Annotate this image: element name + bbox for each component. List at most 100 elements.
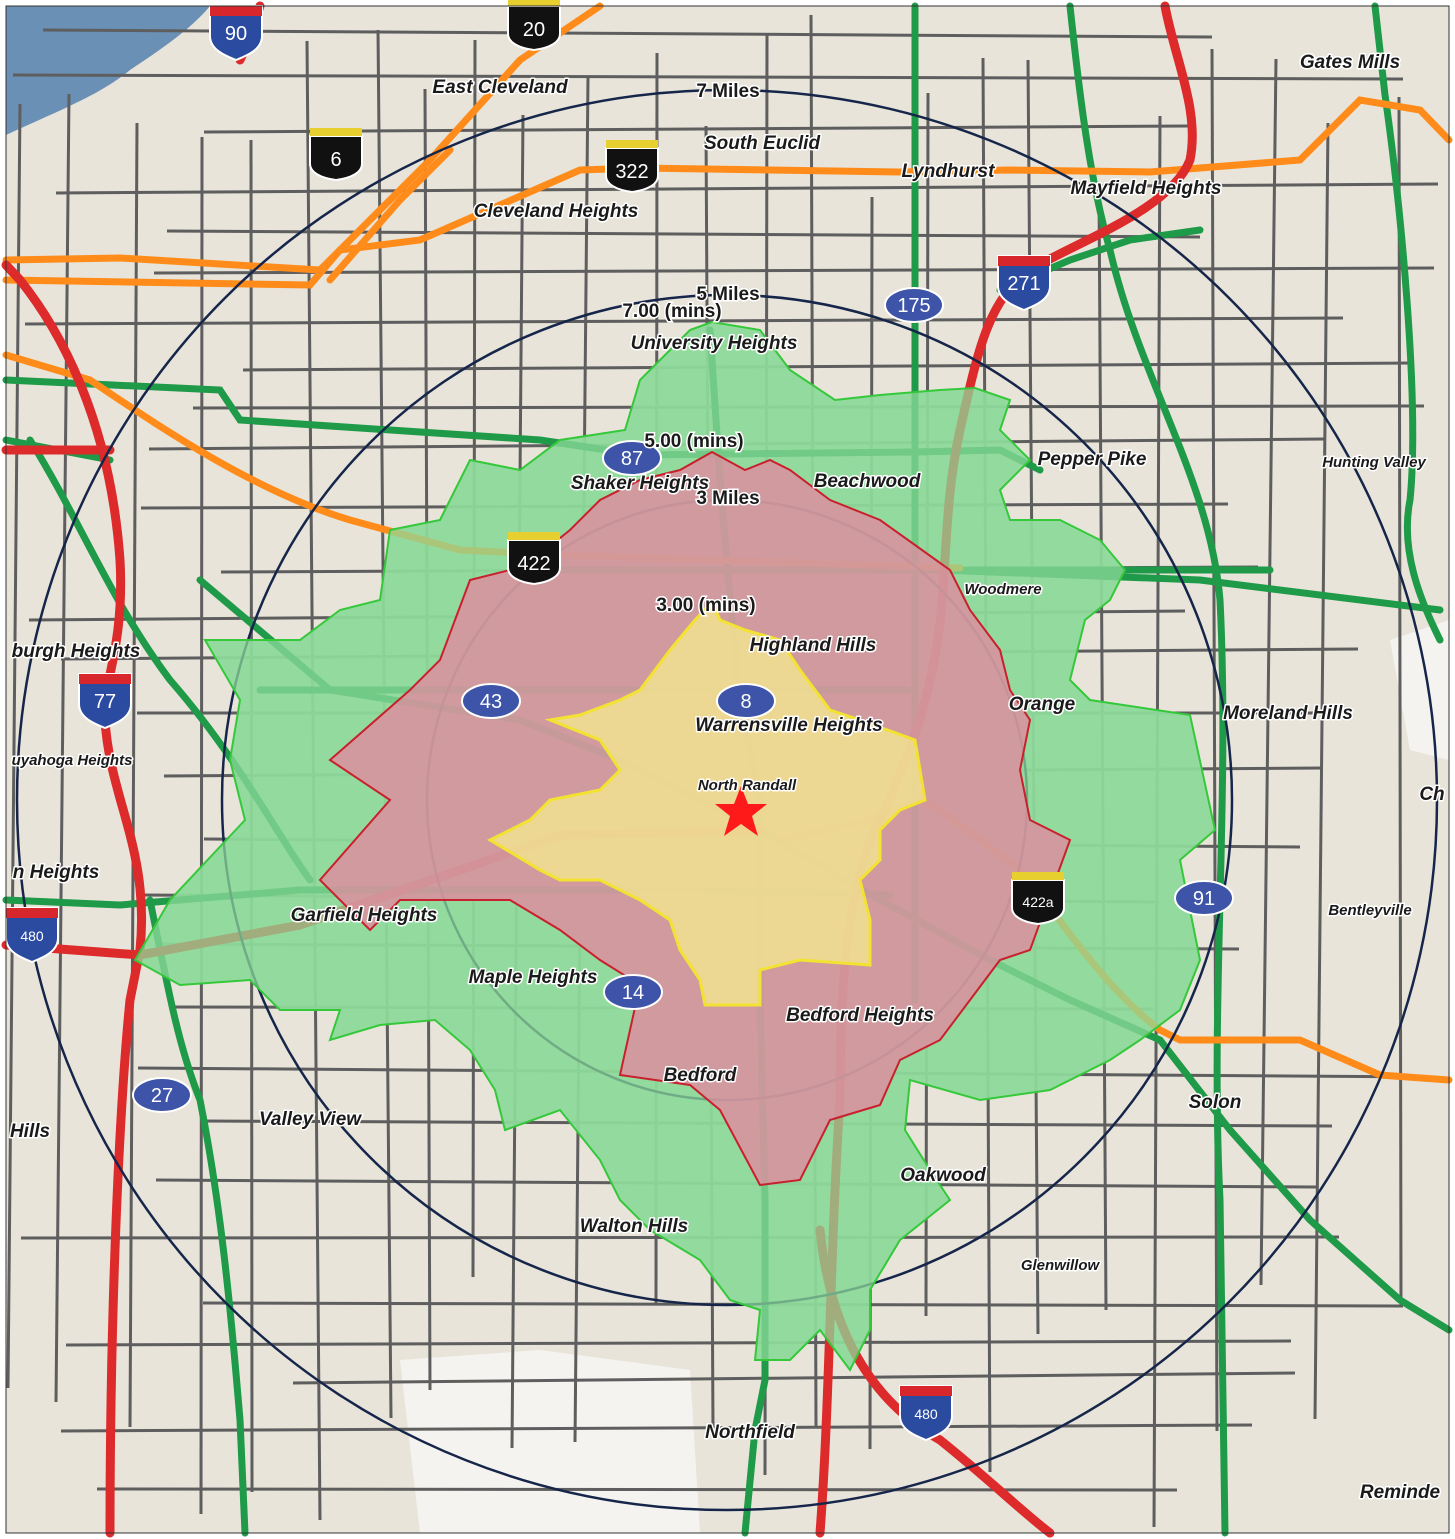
place-labels: East Cleveland South Euclid Lyndhurst Ma…: [8, 51, 1446, 1505]
place-label: burgh Heights: [12, 641, 141, 662]
shield-label: 480: [20, 928, 44, 944]
place-label: Bedford: [664, 1065, 737, 1086]
place-label: Northfield: [705, 1422, 795, 1443]
zone-label-5-min: 5.00 (mins): [644, 431, 743, 452]
local-road: [12, 73, 1404, 81]
local-road: [6, 103, 22, 1389]
place-label: University Heights: [631, 333, 798, 354]
place-label: Orange: [1009, 694, 1076, 715]
place-label: Walton Hills: [580, 1216, 688, 1237]
ring-label-3-miles: 3 Miles: [696, 488, 759, 509]
local-road: [128, 122, 139, 1428]
interstate-shield-77[interactable]: 77: [78, 673, 132, 730]
interstate-shield-480-south[interactable]: 480: [899, 1385, 953, 1442]
place-label: Moreland Hills: [1223, 703, 1353, 724]
shield-label: 91: [1193, 888, 1215, 910]
place-label: Beachwood: [814, 471, 921, 492]
place-label: South Euclid: [704, 133, 821, 154]
shield-label: 77: [94, 691, 116, 713]
shield-label: 422: [517, 553, 550, 575]
place-label: Bedford Heights: [786, 1005, 934, 1026]
state-route-shield-175[interactable]: 175: [884, 287, 944, 323]
shield-label: 20: [523, 19, 545, 41]
local-road: [55, 182, 1439, 195]
place-label: Shaker Heights: [571, 473, 709, 494]
local-road: [96, 1487, 1178, 1492]
us-route-shield-422[interactable]: 422: [507, 532, 561, 586]
us-route-shield-6[interactable]: 6: [309, 128, 363, 182]
shield-label: 87: [621, 448, 643, 470]
state-route-shield-8[interactable]: 8: [716, 683, 776, 719]
zone-label-7-min: 7.00 (mins): [622, 301, 721, 322]
state-route-shield-87[interactable]: 87: [602, 440, 662, 476]
local-road: [242, 361, 1410, 372]
place-label: n Heights: [13, 862, 100, 883]
distance-ring-5-miles[interactable]: [220, 293, 1234, 1307]
place-label: Cleveland Heights: [474, 201, 639, 222]
interstate-shield-90[interactable]: 90: [209, 5, 263, 62]
local-road: [54, 93, 71, 1403]
shield-label: 271: [1007, 273, 1040, 295]
shield-label: 8: [740, 691, 751, 713]
us-route-shields: 20 6 322 422 422a: [309, 0, 1065, 926]
place-label: Mayfield Heights: [1071, 178, 1222, 199]
place-label: Gates Mills: [1300, 52, 1400, 73]
local-road: [60, 1423, 1253, 1433]
local-road: [166, 229, 1201, 239]
shield-label: 6: [330, 149, 341, 171]
shield-label: 422a: [1022, 894, 1053, 910]
interstate-shield-271[interactable]: 271: [997, 255, 1051, 312]
state-route-shield-43[interactable]: 43: [461, 683, 521, 719]
interstate-shield-480-west[interactable]: 480: [5, 907, 59, 964]
place-label: Valley View: [259, 1109, 362, 1130]
local-road: [1210, 48, 1219, 1432]
place-label: Solon: [1189, 1092, 1242, 1113]
zone-label-3-min: 3.00 (mins): [656, 595, 755, 616]
place-label: East Cleveland: [432, 77, 568, 98]
place-label: Reminde: [1360, 1482, 1441, 1503]
us-route-shield-20[interactable]: 20: [507, 0, 561, 52]
place-label: Glenwillow: [1021, 1257, 1101, 1274]
place-label: Maple Heights: [469, 967, 598, 988]
place-label: Ch: [1419, 784, 1444, 805]
us-route-shield-422a[interactable]: 422a: [1011, 872, 1065, 926]
local-road: [24, 316, 1344, 326]
ring-label-5-miles: 5 Miles: [696, 284, 759, 305]
place-label: Woodmere: [964, 581, 1041, 598]
us-route-shield-322[interactable]: 322: [605, 140, 659, 194]
state-route-shield-14[interactable]: 14: [603, 974, 663, 1010]
local-road: [203, 124, 1190, 134]
shield-label: 14: [622, 982, 644, 1004]
interstate-shields: 90 271 77 480 480: [5, 5, 1051, 1442]
local-road: [199, 136, 204, 1515]
star-icon: [715, 786, 767, 836]
ring-labels: 7 Miles 5 Miles 3 Miles 7.00 (mins) 5.00…: [621, 80, 761, 618]
place-label: Hunting Valley: [1322, 454, 1426, 471]
place-label: Pepper Pike: [1038, 449, 1147, 470]
shield-label: 322: [615, 161, 648, 183]
local-road: [1259, 58, 1278, 1286]
open-land-area: [400, 1350, 700, 1533]
local-road: [1397, 96, 1403, 1308]
shield-label: 43: [480, 691, 502, 713]
lake-erie-water: [6, 6, 210, 135]
site-location-marker[interactable]: [715, 786, 767, 836]
ring-label-7-miles: 7 Miles: [696, 81, 759, 102]
place-label: Bentleyville: [1328, 902, 1411, 919]
place-label: uyahoga Heights: [12, 752, 133, 769]
place-label: Hills: [10, 1121, 50, 1142]
local-road: [153, 266, 1435, 275]
distance-ring-7-miles[interactable]: [15, 88, 1439, 1512]
shield-label: 90: [225, 23, 247, 45]
shield-label: 175: [897, 295, 930, 317]
place-label: Garfield Heights: [291, 905, 438, 926]
state-route-shield-27[interactable]: 27: [132, 1077, 192, 1113]
place-label: Lyndhurst: [902, 161, 996, 182]
map-frame: [5, 5, 1450, 1534]
state-route-shield-91[interactable]: 91: [1174, 880, 1234, 916]
shield-label: 27: [151, 1085, 173, 1107]
state-route-shields: 175 87 43 8 14 27 91: [132, 287, 1234, 1113]
center-location-label: North Randall: [698, 777, 797, 794]
local-road: [1313, 122, 1330, 1420]
